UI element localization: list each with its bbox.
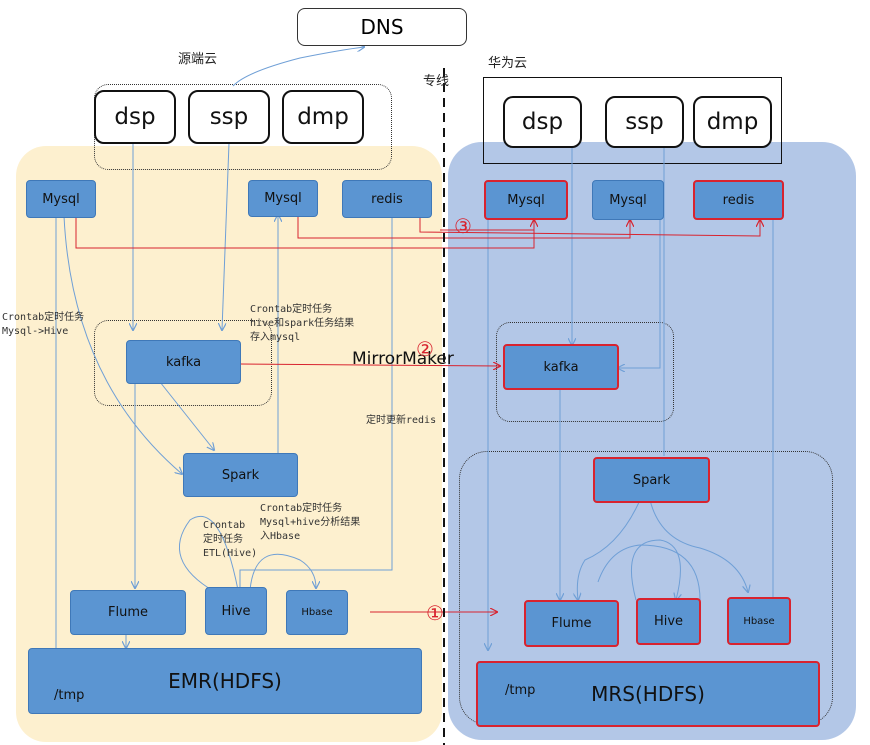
left-kafka-group (94, 320, 272, 406)
note-crontab-mysql-hive: Crontab定时任务 Mysql->Hive (2, 312, 85, 337)
left-emr-hdfs-node: EMR(HDFS) (28, 648, 422, 714)
left-hbase-node: Hbase (286, 590, 348, 635)
marker-two: ② (416, 337, 434, 361)
right-kafka-node: kafka (503, 344, 619, 390)
left-flume-node: Flume (70, 590, 186, 635)
right-app-group (483, 77, 782, 164)
left-ssp-app: ssp (188, 90, 270, 144)
note-crontab-etl: Crontab 定时任务 ETL(Hive) (203, 520, 258, 559)
right-redis-node: redis (693, 180, 784, 220)
right-spark-node: Spark (593, 457, 710, 503)
right-dsp-app: dsp (503, 96, 582, 148)
left-kafka-node: kafka (126, 340, 241, 384)
right-mysql-node: Mysql (484, 180, 568, 220)
left-dmp-app: dmp (282, 90, 364, 144)
marker-three: ③ (454, 214, 472, 238)
right-dmp-app: dmp (693, 96, 772, 148)
mirrormaker-label: MirrorMaker (352, 349, 454, 369)
note-update-redis: 定时更新redis (366, 415, 437, 426)
left-spark-node: Spark (183, 453, 298, 497)
right-hive-node: Hive (636, 598, 701, 645)
source-cloud-label: 源端云 (178, 52, 218, 67)
source-cloud-region (16, 146, 442, 742)
left-redis-node: redis (342, 180, 432, 218)
right-flume-node: Flume (524, 600, 619, 647)
note-crontab-result-mysql: Crontab定时任务 hive和spark任务结果 存入mysql (250, 304, 355, 343)
red-sync-lines (75, 215, 760, 612)
right-kafka-group (496, 322, 674, 422)
huawei-cloud-label: 华为云 (488, 56, 528, 71)
right-mrs-hdfs-node: MRS(HDFS) (476, 661, 820, 727)
left-tmp-label: /tmp (54, 688, 85, 703)
dedicated-line-label: 专线 (423, 74, 450, 89)
right-mysql-result-node: Mysql (592, 180, 664, 220)
right-hbase-node: Hbase (727, 597, 791, 645)
note-crontab-hbase: Crontab定时任务 Mysql+hive分析结果 入Hbase (260, 503, 361, 542)
left-mysql-node: Mysql (26, 180, 96, 218)
right-tmp-label: /tmp (505, 683, 536, 698)
dns-box: DNS (297, 8, 467, 46)
left-mysql-result-node: Mysql (248, 180, 318, 217)
blue-flow-lines (55, 47, 774, 650)
marker-one: ① (426, 601, 444, 625)
left-dsp-app: dsp (94, 90, 176, 144)
right-ssp-app: ssp (605, 96, 684, 148)
left-hive-node: Hive (205, 587, 267, 635)
